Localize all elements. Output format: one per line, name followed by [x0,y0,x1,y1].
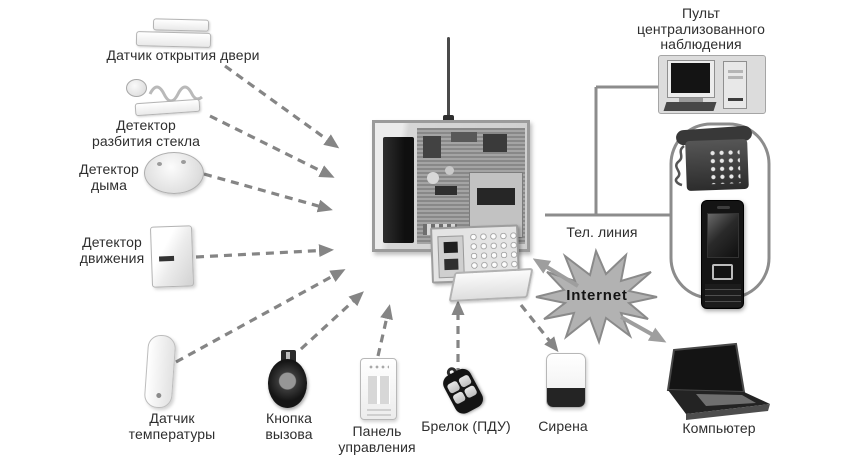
console-keyboard [663,102,717,111]
internet-starburst [535,247,658,346]
door-sensor-label: Датчик открытия двери [106,47,260,63]
glass-break-cable [148,85,203,103]
motion-detector-label: Детектор движения [79,234,145,266]
siren-label: Сирена [538,418,588,434]
mobile-nav-keys [712,264,733,280]
arrow-temperature-sensor [175,269,346,364]
door-sensor-magnet [152,18,210,32]
phone-line-label: Тел. линия [566,224,638,240]
unit-antenna [447,37,450,122]
arrow-door-sensor [224,64,340,149]
arrow-call-button [299,291,364,351]
console-tower [723,61,747,109]
control-panel-label: Панель управления [338,423,416,455]
arrow-smoke-detector [203,172,333,213]
call-button-label: Кнопка вызова [265,410,313,442]
unit-battery [383,137,414,243]
control-panel-device [360,358,397,420]
temperature-label: Датчик температуры [128,410,216,442]
unit-open-flap [448,267,534,303]
arrow-internet-to-computer [620,315,667,343]
arrow-internet-to-unit [532,258,580,288]
internet-label: Internet [566,287,628,304]
arrow-glass-break [209,114,335,178]
mobile-keypad [705,284,741,307]
laptop-device [666,342,770,420]
unit-antenna-mount [443,115,454,123]
monitoring-console-label: Пульт централизованного наблюдения [636,5,765,53]
arrow-control-panel [376,304,393,357]
glass-break-knob [126,79,147,97]
mobile-screen [707,213,739,258]
computer-label: Компьютер [682,420,756,436]
landline-phone-device [674,125,758,200]
smoke-detector-label: Детектор дыма [79,161,139,193]
temperature-sensor-device [143,334,177,409]
call-button-body [268,359,307,408]
phone-body [685,138,749,192]
siren-device [546,353,586,408]
console-pc-device [658,55,766,114]
glass-break-label: Детектор разбития стекла [92,117,200,149]
door-sensor-body [135,31,212,48]
console-screen [671,63,710,93]
mobile-phone-device [701,200,744,309]
phone-cord [674,145,685,187]
arrow-to-siren [519,304,559,353]
keyfob-label: Брелок (ПДУ) [421,418,511,434]
smoke-detector-device [144,152,204,194]
arrow-motion-detector [195,244,334,259]
